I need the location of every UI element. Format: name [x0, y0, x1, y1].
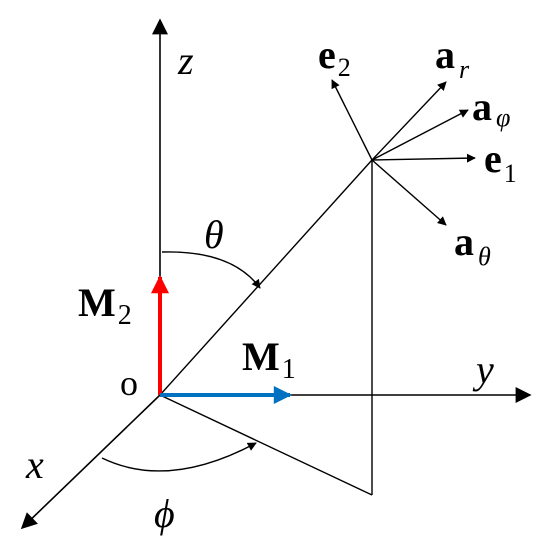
M2-label: M2: [78, 280, 132, 331]
atheta-arrow: [371, 159, 447, 226]
radial-line: [159, 159, 373, 396]
x-axis: [20, 394, 161, 530]
z-label: z: [177, 38, 194, 83]
theta-arc: [161, 251, 261, 289]
xy-projection-line: [159, 394, 373, 496]
e2-label: e2: [318, 32, 351, 82]
phi-label: ϕ: [154, 491, 175, 536]
e1-label: e1: [484, 136, 517, 188]
aphi-arrow: [371, 109, 469, 161]
x-label: x: [25, 442, 44, 487]
theta-label: θ: [204, 212, 224, 257]
e1-arrow: [371, 153, 476, 163]
ar-arrow: [371, 81, 447, 161]
y-label: y: [472, 347, 494, 392]
M1-label: M1: [242, 334, 296, 385]
phi-arc: [101, 442, 257, 472]
e2-arrow: [331, 79, 373, 161]
origin-label: o: [120, 363, 138, 403]
